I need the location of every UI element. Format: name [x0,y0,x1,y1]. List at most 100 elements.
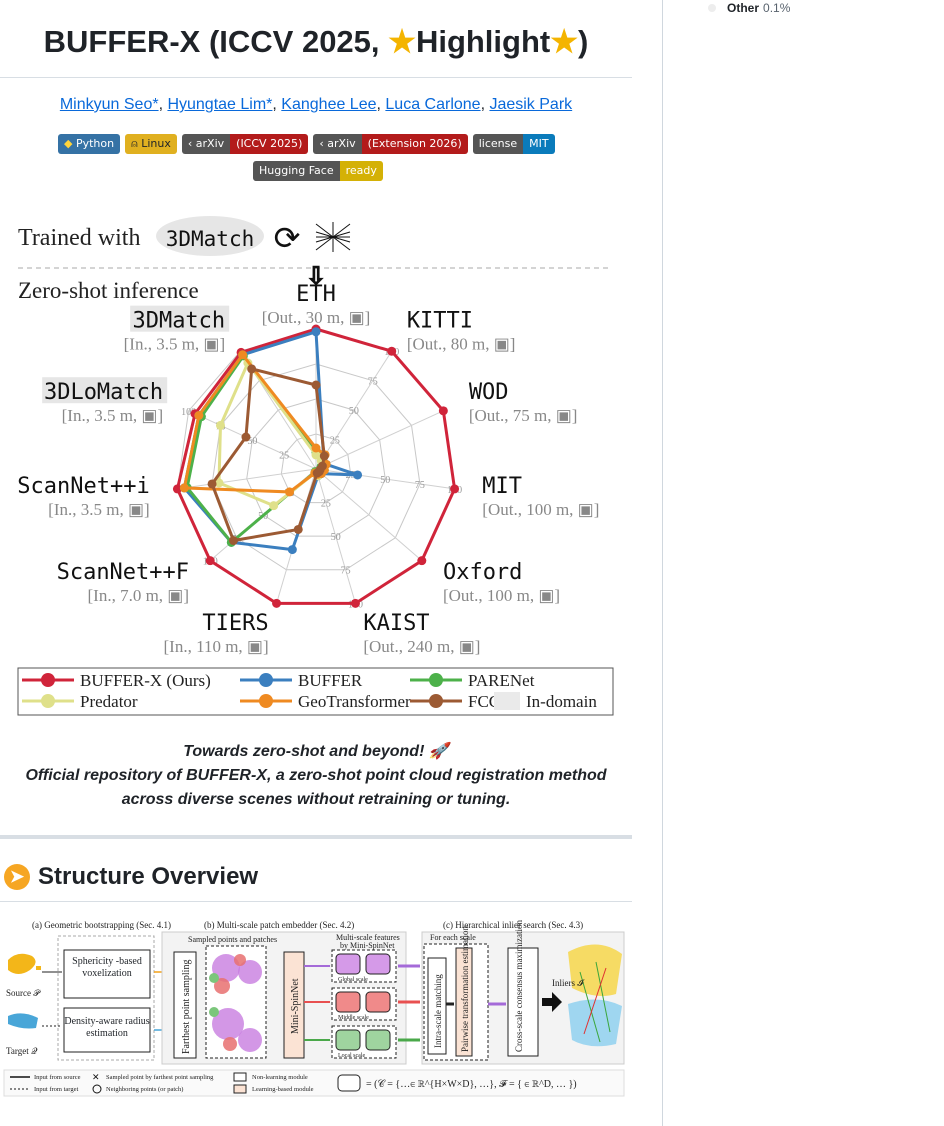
inliers-label: Inliers [552,978,575,988]
legend-sampled: Sampled point by farthest point sampling [106,1074,214,1081]
author-link[interactable]: Jaesik Park [489,96,573,113]
section-b-title: (b) Multi-scale patch embedder (Sec. 4.2… [204,920,354,930]
arxiv-extension-badge[interactable]: ‹ arXiv(Extension 2026) [313,134,468,154]
registered-clouds [568,944,622,1047]
dataset-info-label: [Out., 240 m, ▣] [363,637,480,656]
radar-tick-label: 75 [341,566,351,577]
badge-row: ◆ Python ⍝ Linux ‹ arXiv(ICCV 2025) ‹ ar… [58,134,555,154]
radar-grid-ring [211,363,421,571]
dataset-info-label: [Out., 75 m, ▣] [469,406,578,425]
cross-icon: ✕ [92,1072,100,1082]
dataset-info-label: [In., 7.0 m, ▣] [88,586,190,605]
pairwise-box: Pairwise transformation estimation [460,926,470,1052]
radar-figure: Trained with 3DMatch ⟳ ⇩ Zero-shot infer… [16,210,614,718]
svg-text:Source 𝒫: Source 𝒫 [6,988,41,998]
local-scale-label: Local scale [338,1053,365,1059]
radar-point [312,468,322,478]
down-arrow-icon: ⇩ [306,263,326,290]
radar-point [450,484,460,494]
patch-circles [209,954,262,1052]
author-link[interactable]: Kanghee Lee [281,96,377,113]
dataset-info-label: [In., 3.5 m, ▣] [124,335,226,354]
radar-tick-label: 50 [247,436,257,447]
radar-point [319,451,329,461]
sidebar: Other 0.1% [663,0,944,1126]
radar-point [287,545,297,555]
radar-point [353,470,363,480]
radar-grid-ring [246,398,386,537]
structure-figure: (a) Geometric bootstrapping (Sec. 4.1) (… [3,920,625,1097]
module-box-icon [233,1072,247,1082]
dataset-name-label: ScanNet++i [17,474,149,499]
dataset-name-label: Oxford [443,560,522,585]
voxelization-box: Sphericity -based voxelization [72,956,142,979]
section-heading: ➤ Structure Overview [4,863,258,891]
radar-axis [315,468,423,562]
in-domain-highlight [130,305,230,332]
global-scale-label: Global scale [338,977,368,983]
radar-axis [177,468,317,490]
title-divider [0,77,632,78]
legend-label: PARENet [468,671,535,690]
multiscale-label: Multi-scale features [336,933,400,942]
legend-source: Input from source [34,1074,81,1081]
arrow-icon [542,992,562,1012]
python-badge[interactable]: ◆ Python [58,134,121,154]
arxiv-iccv-badge[interactable]: ‹ arXiv(ICCV 2025) [181,134,309,154]
author-link[interactable]: Minkyun Seo* [59,96,159,113]
language-item[interactable]: Other 0.1% [708,1,790,15]
legend-label: Predator [80,692,138,711]
dataset-info-label: [Out., 30 m, ▣] [262,308,371,327]
radar-series-line [175,327,457,605]
radar-axis [315,468,455,490]
author-link[interactable]: Luca Carlone [385,96,481,113]
source-label: Source [6,988,31,998]
compass-icon: ➤ [4,864,30,890]
zero-shot-label: Zero-shot inference [18,278,199,303]
linux-badge[interactable]: ⍝ Linux [125,134,177,154]
radar-axis [315,410,444,470]
language-color-dot [708,4,716,12]
radar-point [207,479,217,489]
legend-label: In-domain [526,692,597,711]
section-c-title: (c) Hierarchical inlier search (Sec. 4.3… [443,920,583,930]
dataset-name-label: ETH [296,282,336,307]
legend-neighbor: Neighboring points (or patch) [106,1086,183,1093]
dataset-name-label: ScanNet++F [57,560,189,585]
svg-text:Inliers 𝓘: Inliers 𝓘 [552,978,585,988]
dataset-info-label: [In., 3.5 m, ▣] [48,500,150,519]
dataset-info-label: [In., 110 m, ▣] [164,637,269,656]
legend-label: GeoTransformer [298,692,411,711]
rocket-icon: 🚀 [428,743,449,760]
dataset-name-label: 3DMatch [132,309,225,334]
circle-icon [92,1084,102,1094]
learned-box-icon [233,1084,247,1094]
by-mini-label: by Mini-SpinNet [340,941,395,950]
sampled-points-label: Sampled points and patches [188,935,277,944]
radar-point [247,364,257,374]
radar-point [311,450,321,460]
radar-tick-label: 25 [321,499,331,510]
star-icon: ★ [388,24,416,59]
sidebar-divider [662,0,663,1126]
author-link[interactable]: Hyungtae Lim* [167,96,273,113]
radar-axis [315,350,393,470]
readme-panel: BUFFER-X (ICCV 2025, ★Highlight★) Minkyu… [0,24,632,1097]
radar-point [214,478,224,488]
radar-tick-label: 50 [380,475,390,486]
middle-scale-label: Middle scale [338,1015,369,1021]
network-icon [315,222,351,252]
author-list: Minkyun Seo*, Hyungtae Lim*, Kanghee Lee… [59,96,573,113]
radar-axis [315,468,356,604]
legend-marker [259,673,273,687]
radar-point [417,556,427,566]
section-divider [0,835,632,839]
heading-divider [0,901,632,902]
target-cloud [8,1013,38,1029]
radar-tick-label: 25 [330,436,340,447]
radar-point [179,483,189,493]
python-icon: ◆ [64,137,73,150]
